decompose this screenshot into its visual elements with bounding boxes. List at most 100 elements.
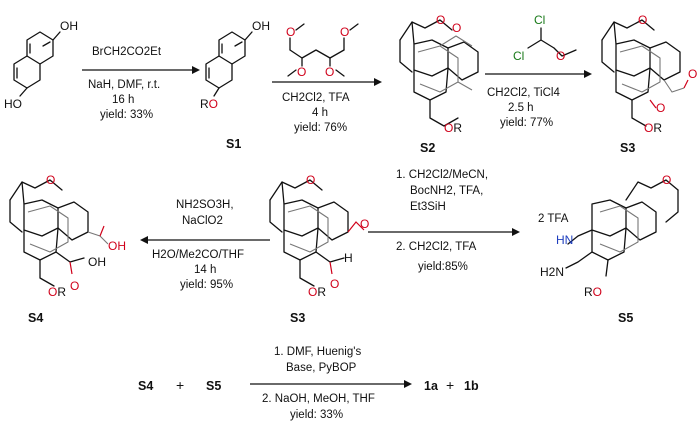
coupling-line3: 2. NaOH, MeOH, THF (262, 393, 375, 405)
s4-o-acid: O (70, 279, 79, 293)
amination-line3: Et3SiH (410, 201, 446, 213)
dcme-cl1: Cl (534, 13, 545, 27)
row3-reactant2: S5 (206, 379, 221, 393)
tmp-o2: O (340, 25, 349, 39)
s3-structure-middle (269, 179, 365, 287)
dcme-cl2: Cl (513, 49, 524, 63)
s2-structure (399, 19, 479, 127)
amination-line4: 2. CH2Cl2, TFA (396, 241, 477, 253)
naphthalenediol-structure (13, 31, 61, 97)
s5-nh-top: HN (556, 233, 573, 247)
s4-o-bridge: O (46, 173, 55, 187)
arrowhead-step1 (192, 66, 200, 74)
s2-o-bridge: O (436, 13, 445, 27)
atom-ho-start: HO (4, 97, 22, 111)
label-s3-middle: S3 (290, 311, 305, 325)
s3-o: O (644, 121, 653, 135)
s3-r: R (653, 121, 662, 135)
label-s4: S4 (28, 311, 43, 325)
atom-or-s3b: OR (308, 285, 326, 299)
amination-line1: 1. CH2Cl2/MeCN, (396, 169, 488, 181)
step3-conditions: CH2Cl2, TiCl4 (487, 87, 560, 99)
label-s5: S5 (618, 311, 633, 325)
atom-oh-s1: OH (252, 19, 270, 33)
s2-o-bridge2: O (452, 21, 461, 35)
s5-h2n-text: H2N (540, 265, 564, 279)
tmp-o1: O (286, 25, 295, 39)
coupling-yield: yield: 33% (290, 409, 343, 421)
s3b-o-cho1: O (360, 217, 369, 231)
atom-or-s2: OR (444, 121, 462, 135)
s1-o: O (209, 97, 218, 111)
label-s3-top: S3 (620, 141, 635, 155)
oxidation-reagent1: NH2SO3H, (176, 199, 234, 211)
row3-product1: 1a (424, 379, 439, 393)
s4-structure (9, 179, 109, 287)
amination-line2: BocNH2, TFA, (410, 185, 483, 197)
arrowhead-oxidation (140, 236, 148, 244)
step1-reagent: BrCH2CO2Et (92, 46, 162, 58)
arrowhead-step3 (584, 70, 592, 78)
s1-structure (205, 31, 253, 97)
s3b-o-bridge: O (306, 173, 315, 187)
oxidation-solvent: H2O/Me2CO/THF (152, 249, 244, 261)
s5-h2n: H2N (540, 265, 564, 279)
dichloromethyl-ether-structure (527, 27, 577, 57)
coupling-line1: 1. DMF, Huenig's (274, 346, 361, 358)
s2-r: R (453, 121, 462, 135)
step2-yield: yield: 76% (294, 122, 347, 134)
tmp-o3: O (297, 65, 306, 79)
atom-or-s4: OR (48, 285, 66, 299)
s3-o-cho2: O (656, 101, 665, 115)
s3b-h: H (344, 251, 353, 265)
s5-r: R (584, 285, 593, 299)
s5-o: O (593, 285, 602, 299)
atom-ro-s1: RO (200, 97, 218, 111)
s3b-o-cho2: O (330, 277, 339, 291)
coupling-line2: Base, PyBOP (286, 362, 357, 374)
oxidation-reagent2: NaClO2 (182, 215, 223, 227)
row3-product2: 1b (464, 379, 479, 393)
amination-yield: yield:85% (418, 261, 468, 273)
arrowhead-reductive-amination (512, 228, 520, 236)
label-s2: S2 (420, 141, 435, 155)
s3b-r: R (317, 285, 326, 299)
step2-conditions: CH2Cl2, TFA (282, 92, 350, 104)
s5-n-top: N (565, 233, 574, 247)
step1-conditions: NaH, DMF, r.t. (88, 79, 160, 91)
step2-time: 4 h (312, 107, 328, 119)
oxidation-yield: yield: 95% (180, 279, 233, 291)
arrowhead-step2 (374, 78, 382, 86)
atom-ro-s5: RO (584, 285, 602, 299)
s5-salt: 2 TFA (538, 213, 569, 225)
s4-oh1: OH (108, 239, 126, 253)
dcme-o: O (556, 49, 565, 63)
label-s1: S1 (226, 137, 241, 151)
atom-oh-start: OH (60, 19, 78, 33)
arrowhead-coupling (404, 380, 412, 388)
s2-o: O (444, 121, 453, 135)
s1-r: R (200, 97, 209, 111)
oxidation-time: 14 h (194, 264, 216, 276)
s4-oh2: OH (88, 255, 106, 269)
s3-o-cho1: O (688, 67, 697, 81)
row3-plus1: + (176, 377, 184, 393)
row3-reactant1: S4 (138, 379, 153, 393)
s5-structure (565, 179, 679, 277)
s3-o-bridge: O (638, 13, 647, 27)
step3-yield: yield: 77% (500, 117, 553, 129)
s5-h-top: H (556, 233, 565, 247)
s4-r: R (57, 285, 66, 299)
step1-time: 16 h (112, 94, 134, 106)
s5-o-bridge: O (662, 173, 671, 187)
s4-o: O (48, 285, 57, 299)
step3-time: 2.5 h (508, 102, 534, 114)
tetramethoxypropane-structure (287, 23, 359, 77)
tmp-o4: O (325, 65, 334, 79)
step1-yield: yield: 33% (100, 109, 153, 121)
atom-or-s3: OR (644, 121, 662, 135)
row3-plus2: + (446, 377, 454, 393)
s3b-o: O (308, 285, 317, 299)
